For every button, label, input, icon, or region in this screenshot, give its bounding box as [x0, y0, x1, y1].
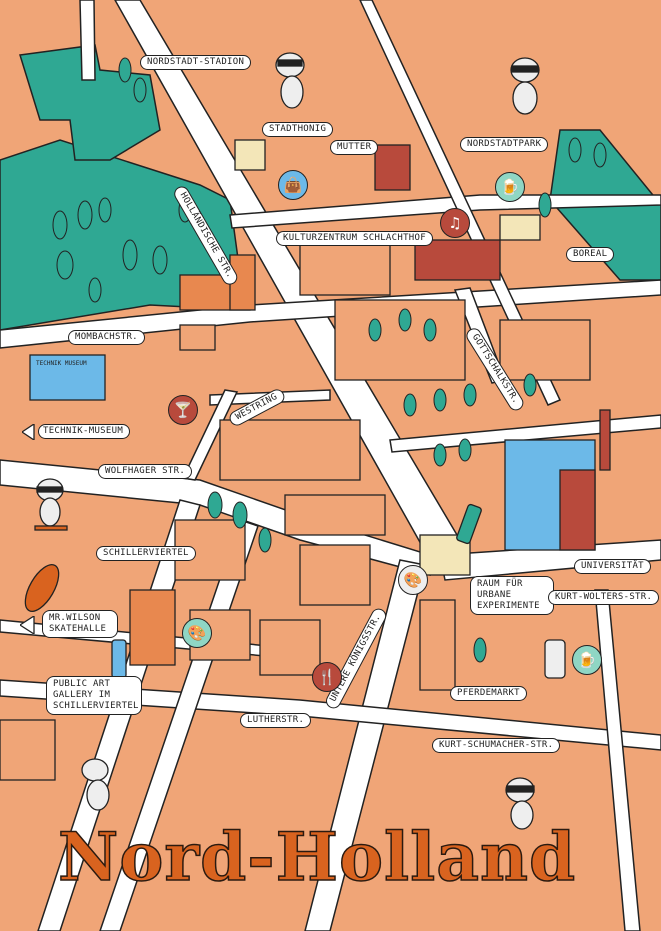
raccoon-mascots: [34, 52, 540, 830]
label-kulturzentrum: KULTURZENTRUM SCHLACHTHOF: [276, 231, 433, 246]
label-mombachstr: MOMBACHSTR.: [68, 330, 145, 345]
label-kurt-wolters-str: KURT-WOLTERS-STR.: [548, 590, 660, 605]
raccoon-skater: [34, 478, 68, 531]
arrow-left-icon: [22, 424, 35, 440]
label-pferdemarkt: PFERDEMARKT: [450, 686, 527, 701]
cocktail-icon[interactable]: 🍸: [168, 395, 198, 425]
skateboard-icon: [24, 564, 60, 612]
label-stadthonig: STADTHONIG: [262, 122, 334, 137]
label-boreal: BOREAL: [566, 247, 615, 262]
label-nordstadtpark: NORDSTADTPARK: [460, 137, 549, 152]
palette-icon[interactable]: 🎨: [182, 618, 212, 648]
label-nordstadt-stadion: NORDSTADT-STADION: [140, 55, 252, 70]
spray-can-icon: [111, 639, 127, 679]
beer-icon[interactable]: 🍺: [572, 645, 602, 675]
label-wolfhager-str: WOLFHAGER STR.: [98, 464, 193, 479]
raccoon-bottom-right: [505, 777, 535, 830]
technik-building-sign: TECHNIK MUSEUM: [36, 360, 87, 367]
label-public-art-gallery: PUBLIC ART GALLERY IM SCHILLERVIERTEL: [46, 676, 142, 715]
raccoon-top-right: [510, 57, 540, 115]
trees: [52, 57, 607, 663]
music-note-icon[interactable]: ♫: [440, 208, 470, 238]
label-mutter: MUTTER: [330, 140, 379, 155]
page-title: Nord-Holland: [57, 817, 577, 897]
arrow-left-icon: [20, 616, 35, 634]
beer-icon[interactable]: 🍺: [495, 172, 525, 202]
label-lutherstr: LUTHERSTR.: [240, 713, 312, 728]
label-technik-museum[interactable]: TECHNIK-MUSEUM: [38, 424, 131, 439]
chimney: [599, 409, 611, 471]
label-universitaet: UNIVERSITÄT: [574, 559, 651, 574]
shopping-bag-icon[interactable]: 👜: [278, 170, 308, 200]
spray-can-icon: [456, 503, 482, 545]
label-kurt-schumacher-str: KURT-SCHUMACHER-STR.: [432, 738, 561, 753]
raccoon-top: [275, 52, 305, 109]
label-schillerviertel: SCHILLERVIERTEL: [96, 546, 196, 561]
palette-icon[interactable]: 🎨: [398, 565, 428, 595]
chess-knight-icon: [544, 639, 566, 679]
raccoon-bottom-left: [81, 758, 110, 811]
label-raum-fuer-urbane-experimente: RAUM FÜR URBANE EXPERIMENTE: [470, 576, 554, 615]
cutlery-icon[interactable]: 🍴: [312, 662, 342, 692]
label-skatehalle[interactable]: MR.WILSON SKATEHALLE: [42, 610, 118, 638]
